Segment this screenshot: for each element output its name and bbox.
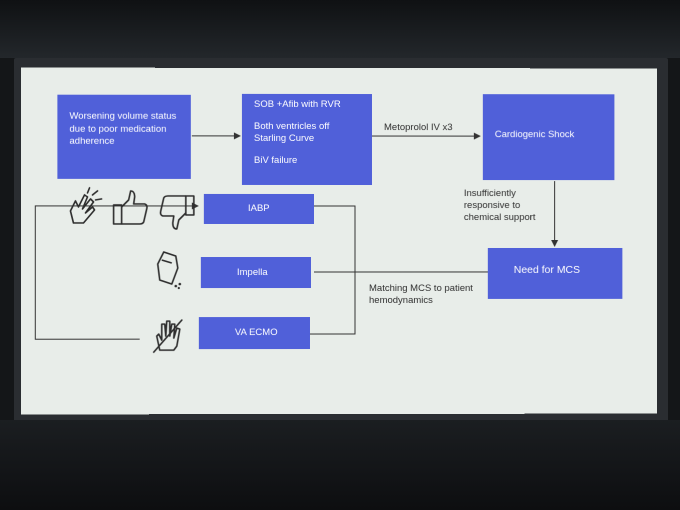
box-adherence: Worsening volume status due to poor medi… [57, 94, 191, 179]
box-symptoms: SOB +Afib with RVR Both ventricles off S… [241, 93, 372, 186]
clapping-hands-icon [69, 186, 103, 224]
box-iabp: IABP [203, 193, 314, 224]
bracket-mcs-options [309, 205, 356, 335]
connector-lines [34, 132, 560, 340]
coffin-icon [156, 250, 181, 289]
thumbs-down-icon [159, 194, 195, 230]
symptom-line-2: Both ventricles off Starling Curve [253, 120, 330, 144]
label-metoprolol: Metoprolol IV x3 [383, 122, 453, 134]
symptom-line-3: BiV failure [253, 154, 298, 166]
box-need-for-mcs: Need for MCS [487, 247, 623, 299]
room-ceiling [0, 0, 680, 58]
room-floor [0, 420, 680, 510]
box-va-ecmo: VA ECMO [198, 317, 310, 350]
label-insufficient-response: Insufficiently responsive to chemical su… [463, 188, 536, 224]
thumbs-up-icon [112, 189, 148, 225]
projected-slide: Worsening volume status due to poor medi… [21, 67, 658, 415]
symptom-line-1: SOB +Afib with RVR [253, 98, 341, 111]
box-cardiogenic-shock: Cardiogenic Shock [482, 94, 615, 181]
label-matching-mcs: Matching MCS to patient hemodynamics [368, 282, 473, 306]
no-hand-icon [152, 318, 183, 353]
box-impella: Impella [200, 257, 311, 289]
